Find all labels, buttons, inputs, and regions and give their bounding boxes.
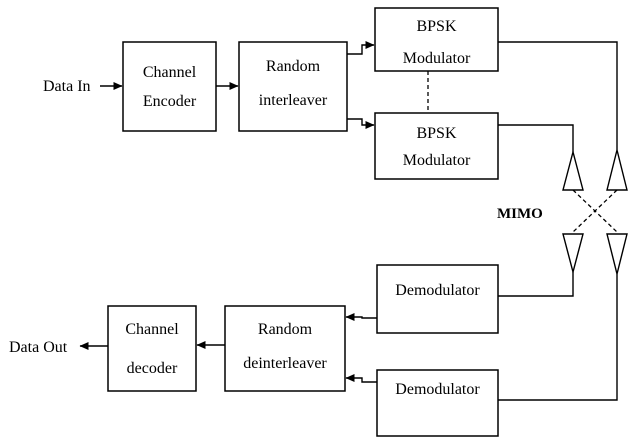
arrow-interleaver-to-bpsk-bottom (347, 118, 375, 129)
rx-antenna-left-icon (562, 233, 584, 275)
random-interleaver-line2: interleaver (259, 92, 328, 109)
wire-bpsk-top-to-antenna (498, 41, 618, 150)
random-interleaver-block (238, 41, 348, 132)
demodulator-top-label: Demodulator (395, 282, 480, 299)
arrow-demod-bottom-to-deinterleaver (345, 374, 377, 383)
random-interleaver-line1: Random (266, 58, 321, 75)
random-deinterleaver-line2: deinterleaver (243, 355, 327, 372)
arrow-demod-top-to-deinterleaver (345, 313, 377, 321)
wire-bpsk-bottom-to-antenna (498, 124, 574, 152)
demodulator-bottom-block (376, 369, 499, 437)
bpsk-modulator-top-block (374, 7, 499, 72)
wire-antenna-to-demod-bottom (498, 274, 618, 401)
data-out-label: Data Out (9, 339, 68, 356)
channel-decoder-line1: Channel (125, 321, 179, 338)
random-deinterleaver-line1: Random (258, 321, 313, 338)
wire-antenna-to-demod-top (498, 272, 574, 297)
channel-encoder-line2: Encoder (143, 93, 197, 110)
channel-encoder-line1: Channel (143, 64, 197, 81)
data-in-label: Data In (43, 78, 91, 95)
demodulator-bottom-label: Demodulator (395, 381, 480, 398)
random-deinterleaver-block (224, 305, 346, 392)
bpsk-modulator-bottom-block (374, 112, 499, 180)
mimo-cross-path-b (572, 189, 618, 233)
rx-antenna-right-icon (606, 233, 628, 275)
tx-antenna-right-icon (606, 149, 628, 191)
channel-decoder-line2: decoder (127, 360, 178, 377)
arrow-interleaver-to-bpsk-top (347, 41, 375, 55)
bpsk-modulator-bottom-line2: Modulator (403, 152, 471, 169)
demodulator-top-block (376, 264, 499, 334)
channel-decoder-block (107, 305, 197, 392)
mimo-label: MIMO (497, 206, 543, 222)
channel-encoder-block (122, 41, 217, 132)
bpsk-modulator-top-line1: BPSK (416, 18, 456, 35)
tx-antenna-left-icon (562, 149, 584, 191)
bpsk-modulator-top-line2: Modulator (403, 50, 471, 67)
bpsk-modulator-bottom-line1: BPSK (416, 125, 456, 142)
